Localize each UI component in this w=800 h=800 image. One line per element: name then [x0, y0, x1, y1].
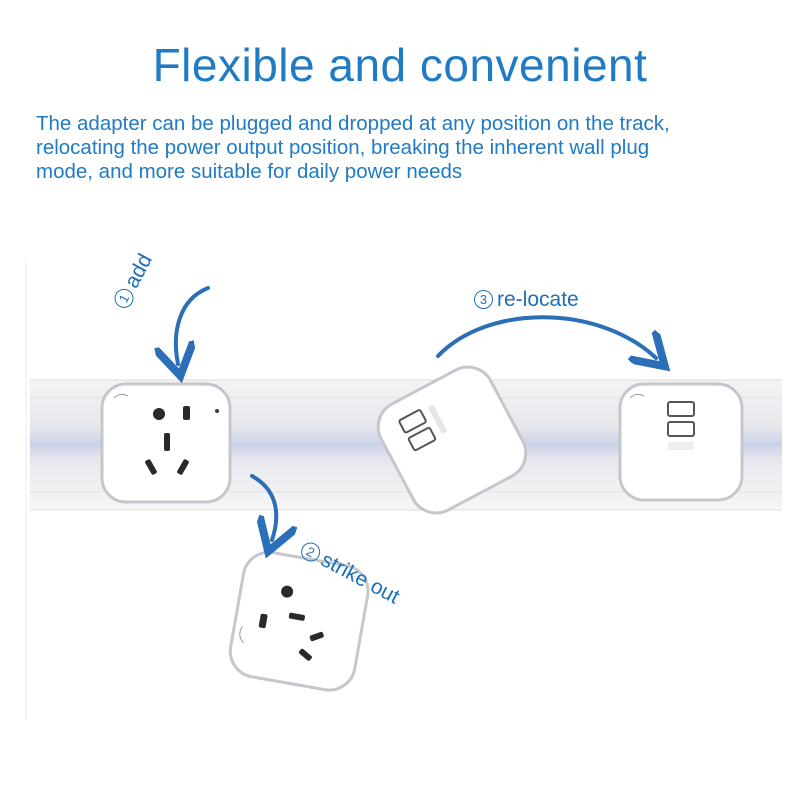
usb-adapter-rotating [376, 365, 528, 515]
add-arrow [176, 286, 210, 364]
socket-hole [153, 408, 165, 420]
step-3-number: 3 [474, 290, 493, 309]
strike-out-arrow [250, 474, 276, 540]
page-title: Flexible and convenient [152, 39, 648, 91]
description: The adapter can be plugged and dropped a… [36, 112, 786, 184]
outlet-adapter-detached [228, 550, 370, 692]
re-locate-arrow [436, 315, 656, 358]
description-line-1: The adapter can be plugged and dropped a… [36, 112, 670, 135]
outlet-adapter-on-track [100, 382, 232, 504]
step-3-text: re-locate [497, 288, 579, 311]
description-line-2: relocating the power output position, br… [36, 136, 650, 159]
description-line-3: mode, and more suitable for daily power … [36, 160, 463, 183]
usb-adapter-on-track [618, 382, 744, 502]
